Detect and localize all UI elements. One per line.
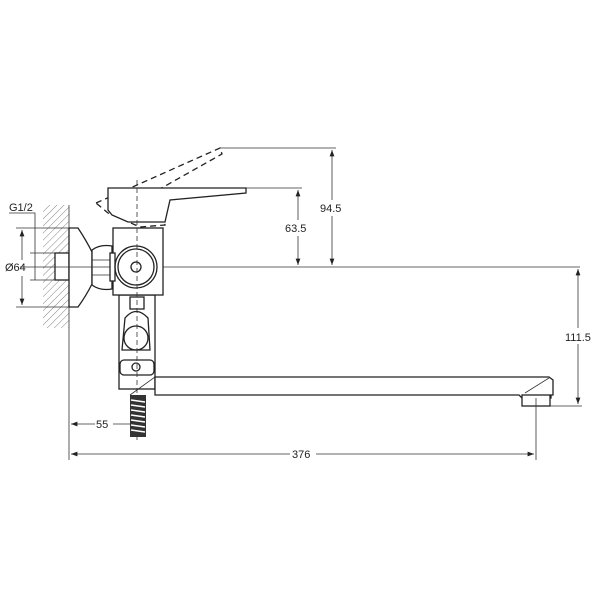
dim-flange-label: Ø64	[5, 262, 26, 274]
dim-lever-height-label: 63.5	[285, 223, 306, 235]
wall	[43, 205, 70, 460]
lever-handle	[107, 187, 247, 223]
dim-lever-raised-label: 94.5	[320, 203, 341, 215]
dim-thread-label: G1/2	[9, 202, 33, 214]
dim-wall-to-body: 55	[71, 419, 130, 431]
dim-spout-drop: 111.5	[550, 269, 591, 407]
dim-spout-reach-label: 376	[292, 449, 310, 461]
dim-flange: Ø64	[5, 227, 69, 308]
hex-nut	[91, 244, 113, 291]
dim-spout-reach: 376	[71, 398, 537, 461]
inlet-pipe	[54, 252, 70, 281]
wall-flange	[68, 227, 93, 308]
spout	[154, 376, 554, 407]
mixer-body	[109, 227, 164, 296]
dim-lever-raised: 94.5	[220, 147, 341, 265]
dim-lever-height: 63.5	[246, 187, 306, 265]
hose	[130, 395, 146, 437]
dim-spout-drop-label: 111.5	[565, 332, 591, 344]
dim-thread: G1/2	[9, 202, 55, 281]
dim-wall-to-body-label: 55	[96, 419, 108, 431]
